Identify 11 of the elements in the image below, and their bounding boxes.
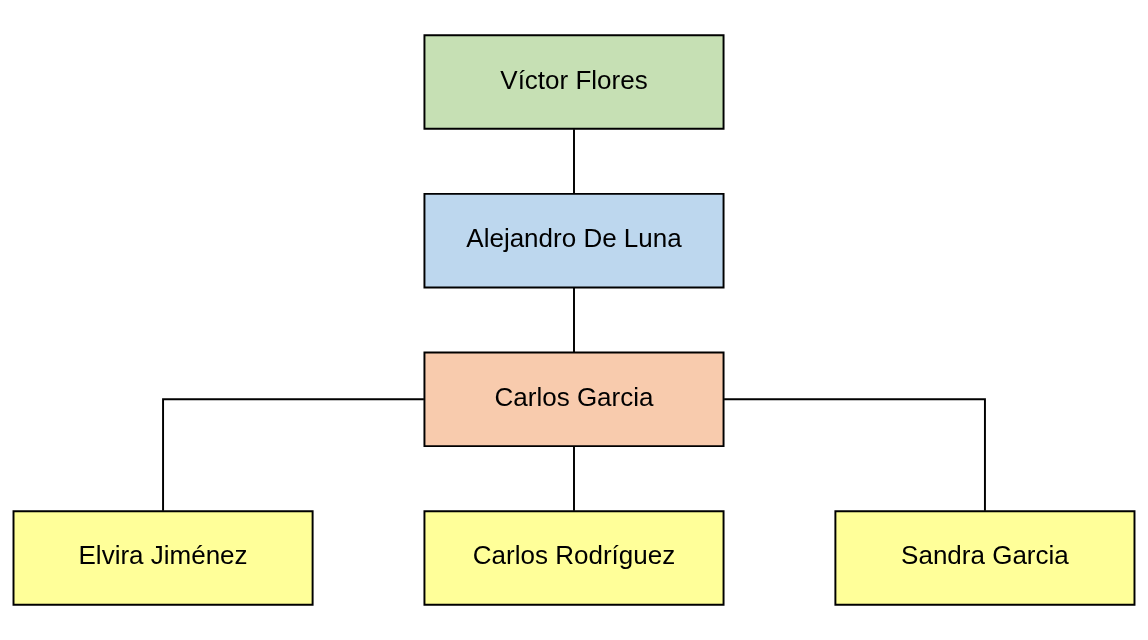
node-box: Víctor Flores <box>423 34 725 130</box>
node-box: Elvira Jiménez <box>12 510 314 606</box>
connector <box>573 445 575 512</box>
node-box: Alejandro De Luna <box>423 192 725 289</box>
node-box: Carlos Rodríguez <box>423 510 725 606</box>
connector <box>162 398 425 512</box>
node-box: Sandra Garcia <box>834 510 1136 606</box>
connector <box>723 398 986 512</box>
connector <box>573 128 575 195</box>
connector <box>573 286 575 354</box>
node-box: Carlos Garcia <box>423 351 725 448</box>
